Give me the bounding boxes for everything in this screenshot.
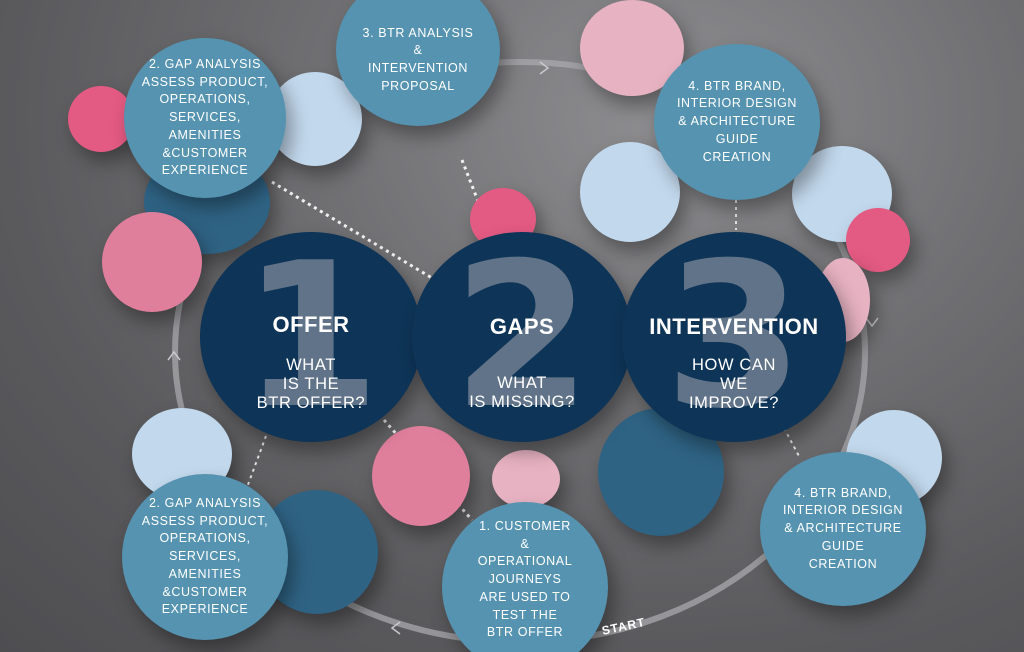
stage-question: WHAT IS MISSING? bbox=[469, 374, 575, 411]
ring-arrow-top bbox=[539, 61, 550, 75]
decor-circle bbox=[68, 86, 134, 152]
decor-circle bbox=[492, 450, 560, 508]
stage-intervention: 3 INTERVENTION HOW CAN WE IMPROVE? bbox=[622, 232, 846, 442]
connector-gap-bottom bbox=[245, 435, 267, 491]
decor-circle bbox=[372, 426, 470, 526]
step-brand-guide-top: 4. BTR BRAND, INTERIOR DESIGN & ARCHITEC… bbox=[654, 44, 820, 200]
connector-brand-bottom bbox=[783, 427, 801, 459]
step-customer-journeys: 1. CUSTOMER & OPERATIONAL JOURNEYS ARE U… bbox=[442, 502, 608, 652]
stage-number: 3 bbox=[664, 232, 804, 442]
stage-title: INTERVENTION bbox=[649, 314, 819, 339]
step-brand-guide-bottom: 4. BTR BRAND, INTERIOR DESIGN & ARCHITEC… bbox=[760, 452, 926, 606]
ring-arrow-bottom bbox=[390, 621, 401, 635]
stage-number: 2 bbox=[452, 232, 592, 442]
stage-question: WHAT IS THE BTR OFFER? bbox=[256, 356, 366, 412]
step-gap-analysis-bottom: 2. GAP ANALYSIS ASSESS PRODUCT, OPERATIO… bbox=[122, 474, 288, 640]
stage-offer: 1 OFFER WHAT IS THE BTR OFFER? bbox=[200, 232, 422, 442]
stage-title: OFFER bbox=[272, 312, 350, 337]
step-btr-analysis: 3. BTR ANALYSIS & INTERVENTION PROPOSAL bbox=[336, 0, 500, 126]
stage-number: 1 bbox=[241, 232, 381, 442]
ring-arrow-right bbox=[865, 317, 879, 328]
step-gap-analysis-top: 2. GAP ANALYSIS ASSESS PRODUCT, OPERATIO… bbox=[124, 38, 286, 198]
stage-gaps: 2 GAPS WHAT IS MISSING? bbox=[412, 232, 632, 442]
stage-question: HOW CAN WE IMPROVE? bbox=[688, 356, 780, 412]
connector-gap-top bbox=[271, 180, 433, 280]
decor-circle bbox=[102, 212, 202, 312]
stage-title: GAPS bbox=[489, 314, 555, 339]
ring-arrow-left bbox=[167, 350, 181, 361]
decor-circle bbox=[846, 208, 910, 272]
